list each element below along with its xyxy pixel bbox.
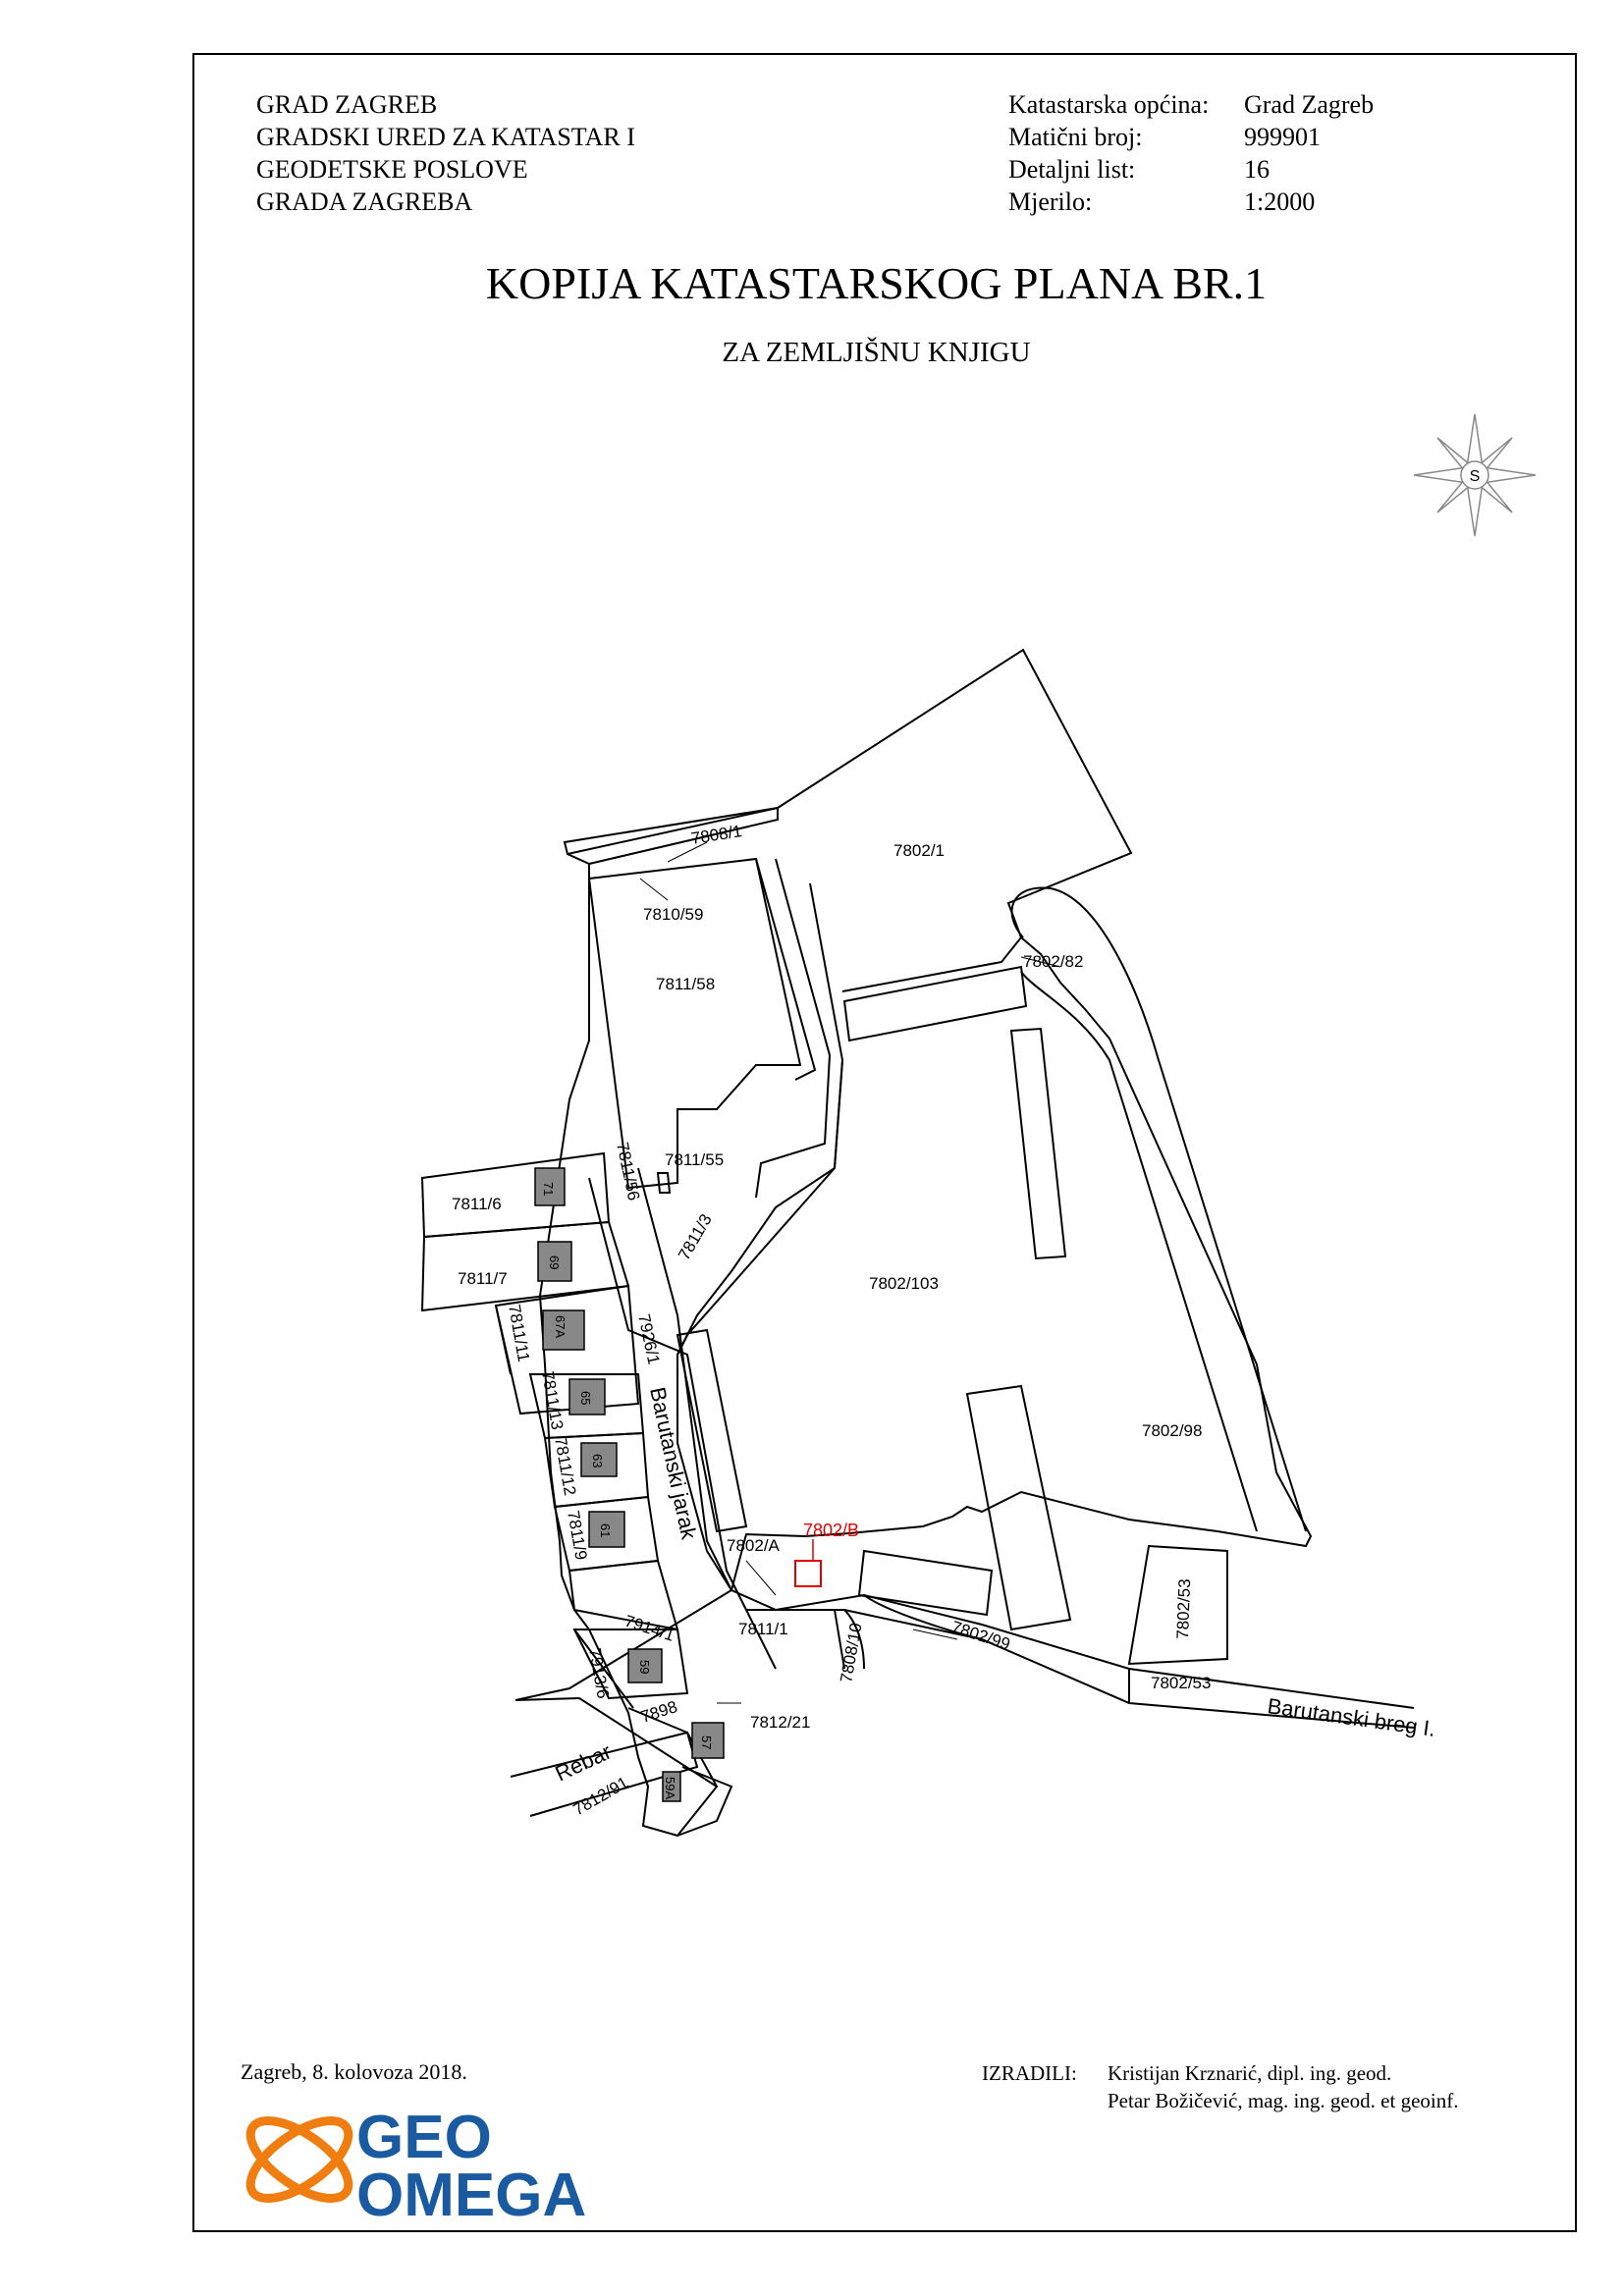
meta-value: 16: [1244, 155, 1270, 184]
meta-value: 999901: [1244, 123, 1321, 151]
compass-letter: S: [1470, 468, 1481, 485]
parcel-label: 7802/99: [949, 1618, 1012, 1654]
office-block: GRAD ZAGREB GRADSKI URED ZA KATASTAR I G…: [256, 88, 635, 218]
street-name: Barutanski breg I.: [1266, 1693, 1436, 1741]
parcel-label: 7811/7: [458, 1269, 508, 1288]
meta-value: Grad Zagreb: [1244, 90, 1375, 119]
parcel-label: 7802/A: [727, 1536, 781, 1555]
house-number: 59A: [663, 1777, 677, 1799]
parcel-label: 7811/58: [656, 975, 715, 993]
house-number: 63: [590, 1454, 605, 1468]
parcel-label: 7802/82: [1023, 952, 1083, 971]
meta-row-municipality: Katastarska općina: Grad Zagreb: [1008, 88, 1374, 121]
geo-omega-logo: GEO OMEGA: [245, 2104, 586, 2218]
parcel-label: 7812/91: [570, 1773, 632, 1819]
parcel-label: 7811/13: [538, 1369, 567, 1431]
house-number: 61: [598, 1523, 613, 1537]
sheet-metadata: Katastarska općina: Grad Zagreb Matični …: [1008, 88, 1374, 218]
parcel-label: 7802/53: [1151, 1674, 1211, 1692]
parcel-label: 7913/6: [585, 1646, 613, 1700]
parcel-label: 7811/6: [452, 1195, 502, 1213]
logo-text-omega: OMEGA: [356, 2162, 586, 2218]
office-line: GRAD ZAGREB: [256, 90, 438, 119]
house-number-labels: 71 69 67A 65 63 61 59 57 59A: [541, 1182, 714, 1799]
logo-orbit-icon: [245, 2115, 353, 2204]
buildings: [534, 1167, 725, 1802]
made-by-label: IZRADILI:: [982, 2061, 1077, 2085]
parcel-label: 7802/53: [1173, 1578, 1194, 1639]
parcel-label: 7811/9: [564, 1509, 591, 1561]
parcel-label: 7898: [638, 1697, 679, 1727]
author-name: Petar Božičević, mag. ing. geod. et geoi…: [1108, 2089, 1459, 2112]
parcel-label: 7802/1: [893, 841, 945, 860]
authors: Kristijan Krznarić, dipl. ing. geod. Pet…: [1108, 2059, 1458, 2114]
office-line: GRADA ZAGREBA: [256, 187, 473, 216]
parcel-label: 7808/10: [837, 1622, 865, 1684]
house-number: 71: [541, 1182, 556, 1196]
page-title: KOPIJA KATASTARSKOG PLANA BR.1: [485, 258, 1268, 308]
plan-date: Zagreb, 8. kolovoza 2018.: [241, 2059, 467, 2084]
meta-row-sheet: Detaljni list: 16: [1008, 153, 1374, 186]
house-number: 65: [578, 1391, 593, 1405]
made-by: IZRADILI: Kristijan Krznarić, dipl. ing.…: [982, 2059, 1458, 2114]
logo-text-geo: GEO: [356, 2104, 492, 2171]
parcel-boundaries: [420, 648, 1415, 1838]
office-line: GRADSKI URED ZA KATASTAR I: [256, 123, 635, 151]
meta-value: 1:2000: [1244, 187, 1316, 216]
parcel-label: 7812/21: [750, 1713, 810, 1732]
selected-parcel-label: 7802/B: [803, 1521, 859, 1540]
parcel-label: 7811/11: [505, 1303, 533, 1362]
meta-label: Katastarska općina:: [1008, 90, 1210, 119]
meta-row-number: Matični broj: 999901: [1008, 121, 1374, 153]
house-number: 59: [637, 1660, 652, 1674]
meta-row-scale: Mjerilo: 1:2000: [1008, 186, 1374, 218]
meta-label: Detaljni list:: [1008, 155, 1136, 184]
selected-parcel-outline: [794, 1560, 822, 1587]
parcel-label: 7811/3: [675, 1211, 716, 1263]
parcel-label: 7802/98: [1142, 1421, 1202, 1440]
parcel-label: 7811/1: [738, 1620, 788, 1638]
sheet-frame: [192, 53, 1577, 2232]
street-labels: Barutanski jarak Barutanski breg I. Reba…: [552, 1385, 1437, 1787]
office-line: GEODETSKE POSLOVE: [256, 155, 528, 184]
street-name: Rebar: [552, 1739, 616, 1787]
parcel-label: 7811/12: [551, 1435, 579, 1497]
leader-lines: [639, 841, 1061, 1704]
parcel-label: 7811/55: [665, 1150, 724, 1169]
parcel-label: 7810/59: [643, 905, 703, 924]
meta-label: Matični broj:: [1008, 123, 1143, 151]
parcel-label: 7926/1: [634, 1312, 663, 1366]
house-number: 69: [547, 1255, 562, 1269]
house-number: 57: [699, 1735, 714, 1749]
meta-label: Mjerilo:: [1008, 187, 1093, 216]
compass-rose-icon: S: [1413, 413, 1537, 537]
page-subtitle: ZA ZEMLJIŠNU KNJIGU: [722, 337, 1031, 368]
parcel-label: 7802/103: [869, 1274, 939, 1293]
house-number: 67A: [553, 1315, 568, 1338]
author-name: Kristijan Krznarić, dipl. ing. geod.: [1108, 2061, 1392, 2085]
